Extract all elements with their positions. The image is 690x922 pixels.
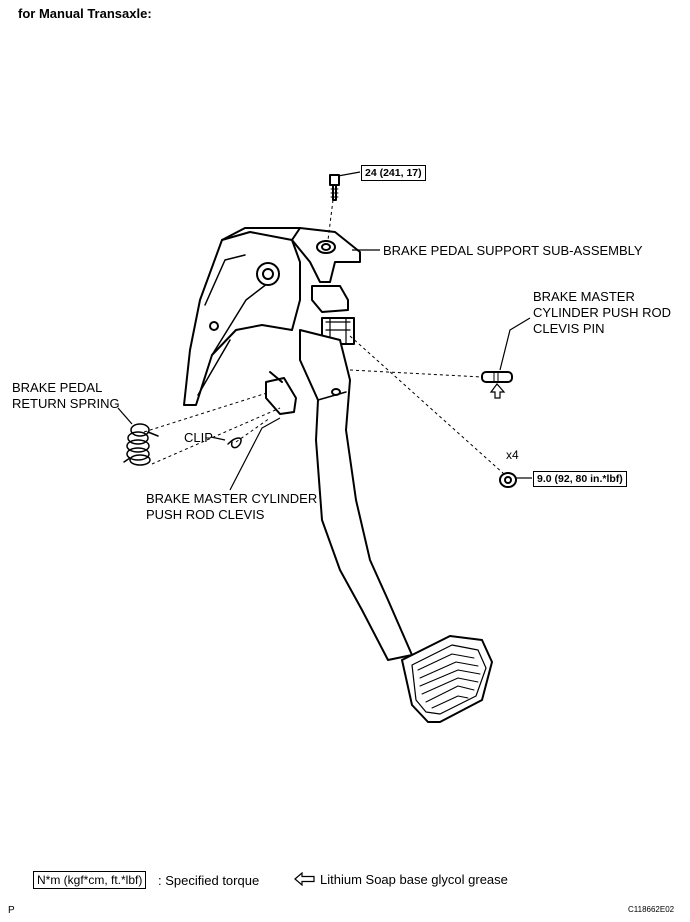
grease-arrow-icon [294, 872, 315, 886]
pedal-pad [401, 635, 493, 723]
return-spring [123, 423, 159, 466]
legend-torque-box: N*m (kgf*cm, ft.*lbf) [33, 871, 147, 889]
label-return-spring-2: RETURN SPRING [12, 396, 120, 411]
label-clevis-pin-3: CLEVIS PIN [533, 321, 605, 336]
nut-quantity: x4 [506, 448, 519, 462]
footer-letter: P [8, 905, 15, 916]
label-push-rod-clevis-2: PUSH ROD CLEVIS [146, 507, 265, 522]
torque-box-nut: 9.0 (92, 80 in.*lbf) [533, 471, 627, 487]
label-return-spring-1: BRAKE PEDAL [12, 380, 103, 395]
support-bracket [291, 227, 361, 283]
pedal-arm [299, 329, 413, 661]
clip-part [227, 437, 242, 449]
grease-arrow-on-pin [489, 383, 506, 399]
label-clevis-pin-1: BRAKE MASTER [533, 289, 635, 304]
torque-box-top: 24 (241, 17) [361, 165, 426, 181]
label-clip: CLIP [184, 430, 213, 445]
label-clevis-pin-2: CYLINDER PUSH ROD [533, 305, 671, 320]
clevis-pin [481, 371, 513, 383]
page-title: for Manual Transaxle: [18, 6, 152, 21]
push-rod-clevis [265, 377, 297, 415]
legend-grease-text: Lithium Soap base glycol grease [320, 872, 508, 887]
top-bolt [329, 174, 340, 201]
label-push-rod-clevis-1: BRAKE MASTER CYLINDER [146, 491, 318, 506]
legend-torque-text: : Specified torque [158, 873, 260, 888]
figure-code: C118662E02 [628, 905, 675, 914]
label-support: BRAKE PEDAL SUPPORT SUB-ASSEMBLY [383, 243, 643, 258]
nut-part [499, 472, 517, 488]
